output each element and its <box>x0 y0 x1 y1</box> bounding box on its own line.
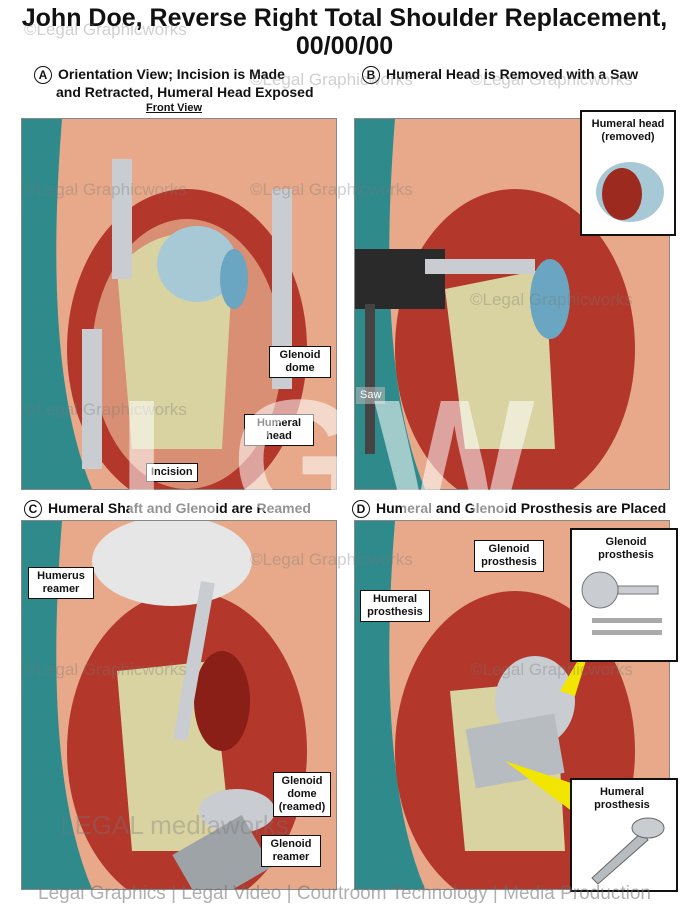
inset-humeral-prosthesis: Humeral prosthesis <box>570 778 678 892</box>
glenoid-prosthesis-icon <box>581 571 662 635</box>
label-glenoid-dome-reamed: Glenoid dome (reamed) <box>273 772 331 817</box>
label-glenoid-dome: Glenoid dome <box>269 346 331 378</box>
panel-b-letter: B <box>362 66 380 85</box>
panel-a-heading-line1: Orientation View; Incision is Made <box>58 66 285 82</box>
panel-d-heading-text: Humeral and Glenoid Prosthesis are Place… <box>376 500 667 516</box>
panel-a-heading: A Orientation View; Incision is Made <box>34 66 285 85</box>
humeral-head-saw-illustration <box>355 119 669 489</box>
panel-a-subheading: Front View <box>146 102 203 114</box>
panel-b-illustration <box>354 118 670 490</box>
humeral-head-removed-icon <box>596 162 664 222</box>
panel-a-letter: A <box>34 66 52 85</box>
watermark-text: ©Legal Graphicworks <box>250 70 413 89</box>
footer-watermark: Legal Graphics | Legal Video | Courtroom… <box>38 883 651 904</box>
watermark-text: ©Legal Graphicworks <box>24 400 187 419</box>
watermark-text: ©Legal Graphicworks <box>250 550 413 569</box>
label-glenoid-reamer: Glenoid reamer <box>261 835 321 867</box>
label-humeral-head: Humeral head <box>244 414 314 446</box>
panel-d-letter: D <box>352 500 370 519</box>
panel-b-heading-text: Humeral Head is Removed with a Saw <box>386 66 639 82</box>
label-glenoid-prosthesis: Glenoid prosthesis <box>474 540 544 572</box>
inset-glenoid-prosthesis: Glenoid prosthesis <box>570 528 678 662</box>
label-humeral-prosthesis: Humeral prosthesis <box>360 590 430 622</box>
humeral-prosthesis-icon <box>591 817 665 885</box>
watermark-text: ©Legal Graphicworks <box>24 20 187 39</box>
watermark-text: ©Legal Graphicworks <box>24 180 187 199</box>
panel-c-heading: C Humeral Shaft and Glenoid are Reamed <box>24 500 311 519</box>
watermark-text: ©Legal Graphicworks <box>250 180 413 199</box>
watermark-text: ©Legal Graphicworks <box>470 290 633 309</box>
panel-d-heading: D Humeral and Glenoid Prosthesis are Plac… <box>352 500 667 519</box>
inset-label-humeral-prosthesis: Humeral prosthesis <box>578 784 666 814</box>
watermark-text: ©Legal Graphicworks <box>470 660 633 679</box>
lgw-watermark-logo: LGW <box>118 365 545 555</box>
panel-a-heading-line2: and Retracted, Humeral Head Exposed <box>56 84 314 100</box>
panel-c-heading-text: Humeral Shaft and Glenoid are Reamed <box>48 500 311 516</box>
label-humeral-head-removed: Humeral head (removed) <box>586 116 670 146</box>
watermark-text: ©Legal Graphicworks <box>24 660 187 679</box>
label-saw: Saw <box>356 387 386 404</box>
label-humerus-reamer: Humerus reamer <box>28 567 94 599</box>
page-title: John Doe, Reverse Right Total Shoulder R… <box>21 4 668 32</box>
panel-b-heading: B Humeral Head is Removed with a Saw <box>362 66 639 85</box>
inset-humeral-head-removed: Humeral head (removed) <box>580 110 676 236</box>
inset-label-glenoid-prosthesis: Glenoid prosthesis <box>582 534 670 564</box>
label-incision: Incision <box>146 463 198 482</box>
page-date: 00/00/00 <box>295 32 394 60</box>
watermark-text: ©Legal Graphicworks <box>470 70 633 89</box>
mediaworks-watermark: LEGAL mediaworks <box>60 810 289 840</box>
panel-c-letter: C <box>24 500 42 519</box>
